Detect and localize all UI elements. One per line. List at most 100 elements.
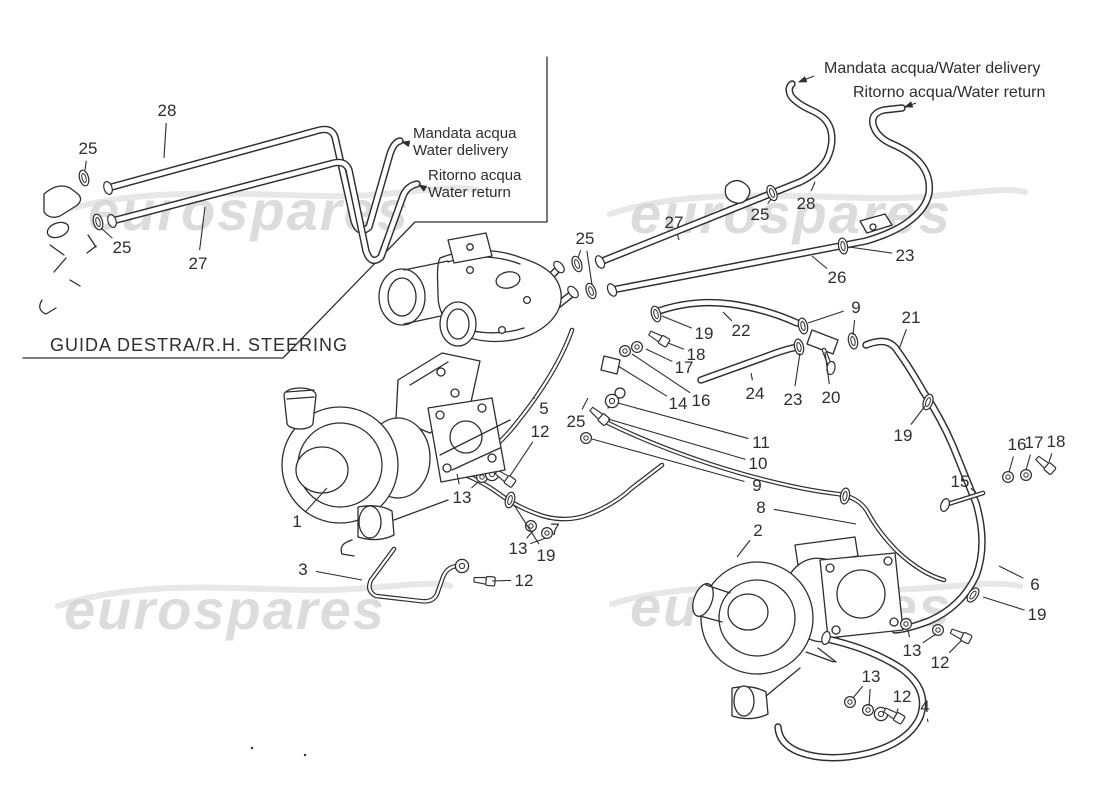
callout-number: 25 xyxy=(751,205,770,224)
callout-leader xyxy=(530,537,547,545)
callout-leader xyxy=(617,402,749,440)
callout-number: 11 xyxy=(752,433,770,452)
washer-icon xyxy=(618,345,632,357)
callout-leader xyxy=(807,310,844,324)
return-label: Ritorno acqua/Water return xyxy=(853,84,1045,101)
callout-leader xyxy=(315,570,363,581)
callout-number: 19 xyxy=(537,546,556,565)
callout-leader xyxy=(513,504,540,545)
washer-icon xyxy=(899,617,913,631)
callout-leader xyxy=(586,250,593,286)
callout-number: 21 xyxy=(902,308,921,327)
banjo-eye-icon xyxy=(604,393,620,409)
callout-number: 12 xyxy=(931,653,950,672)
banjo-bolt-icon xyxy=(647,328,671,348)
inset-panel-border xyxy=(22,56,548,359)
callout-leader xyxy=(163,122,167,159)
turbocharger-1-drawing xyxy=(281,352,511,557)
callout-number: 25 xyxy=(567,412,586,431)
callout-number: 28 xyxy=(158,101,177,120)
callout-leader xyxy=(456,473,460,485)
watermark-text: eurospares xyxy=(64,578,386,641)
callout-leader xyxy=(100,227,113,239)
callout-leader xyxy=(750,372,753,381)
callout-number: 26 xyxy=(828,268,847,287)
callout-number: 25 xyxy=(79,139,98,158)
callout-leader xyxy=(824,351,830,385)
callout-number: 19 xyxy=(695,324,714,343)
steering-note-label: GUIDA DESTRA/R.H. STEERING xyxy=(50,335,348,355)
inset-return-label-line1: Ritorno acqua xyxy=(428,167,522,184)
callout-number: 27 xyxy=(189,254,208,273)
rh-steering-inset-panel: GUIDA DESTRA/R.H. STEERING Mandata acqua… xyxy=(22,56,548,359)
callout-leader xyxy=(533,397,536,400)
callout-number: 24 xyxy=(746,384,765,403)
callout-number: 19 xyxy=(1028,605,1047,624)
callout-number: 17 xyxy=(1025,433,1044,452)
turbocharger-2-drawing xyxy=(692,536,973,758)
callout-leader xyxy=(998,565,1024,579)
callout-leader xyxy=(982,596,1025,611)
callout-leader xyxy=(84,160,87,171)
callout-leader xyxy=(852,685,864,699)
callout-leader xyxy=(907,629,910,638)
callout-leader xyxy=(910,405,926,425)
banjo-bolt-icon xyxy=(1033,453,1057,476)
callout-number: 2 xyxy=(753,521,762,540)
swoosh-top-right xyxy=(607,187,1028,217)
callout-leader xyxy=(305,487,328,512)
callout-number: 13 xyxy=(509,539,528,558)
callout-number: 10 xyxy=(749,454,768,473)
callout-leader xyxy=(811,255,828,270)
callout-leader xyxy=(607,418,746,460)
callout-leader xyxy=(948,639,963,654)
inset-left-fittings xyxy=(39,168,119,315)
pipe-bracket xyxy=(859,213,893,234)
callout-leader xyxy=(509,441,534,477)
callout-leader xyxy=(577,250,582,259)
callout-number: 27 xyxy=(665,213,684,232)
water-pump-drawing xyxy=(378,232,562,347)
callout-leader xyxy=(970,487,977,493)
callout-leader xyxy=(547,517,550,521)
swoosh-bottom-left xyxy=(55,580,453,609)
callout-leader xyxy=(491,579,512,582)
callout-leader xyxy=(1008,456,1014,473)
pipe-bracket xyxy=(600,355,621,375)
hose-clamp-icon xyxy=(583,281,599,301)
callout-number: 1 xyxy=(292,512,301,531)
callout-leader xyxy=(471,480,480,489)
inset-delivery-arrow xyxy=(400,140,411,148)
callout-number: 6 xyxy=(1030,575,1039,594)
callout-leader xyxy=(722,311,733,322)
delivery-arrow xyxy=(797,75,815,83)
callout-leader xyxy=(581,397,589,410)
callout-leader xyxy=(526,530,534,539)
callout-number: 13 xyxy=(903,641,922,660)
callout-leader xyxy=(898,328,907,350)
callout-number: 12 xyxy=(531,422,550,441)
callout-leader xyxy=(896,708,899,713)
callout-number: 25 xyxy=(113,238,132,257)
washer-icon xyxy=(1019,469,1033,481)
callout-number: 23 xyxy=(896,246,915,265)
callout-leader xyxy=(736,539,751,558)
inset-delivery-label-line2: Water delivery xyxy=(413,142,509,159)
callout-leader xyxy=(926,718,929,723)
union-bolt-icon xyxy=(587,404,611,427)
callout-number: 19 xyxy=(894,426,913,445)
callout-number: 23 xyxy=(784,390,803,409)
return-arrow xyxy=(903,101,917,108)
callout-number: 8 xyxy=(756,498,765,517)
callout-leader xyxy=(922,633,937,644)
callout-number: 14 xyxy=(669,394,688,413)
t-fitting xyxy=(806,329,839,355)
washer-icon xyxy=(630,341,644,353)
callout-leader xyxy=(676,234,680,241)
washer-icon xyxy=(861,703,875,717)
callout-leader xyxy=(645,348,673,362)
callout-leader xyxy=(199,206,206,251)
callout-leader xyxy=(773,508,857,525)
delivery-label: Mandata acqua/Water delivery xyxy=(824,60,1040,77)
